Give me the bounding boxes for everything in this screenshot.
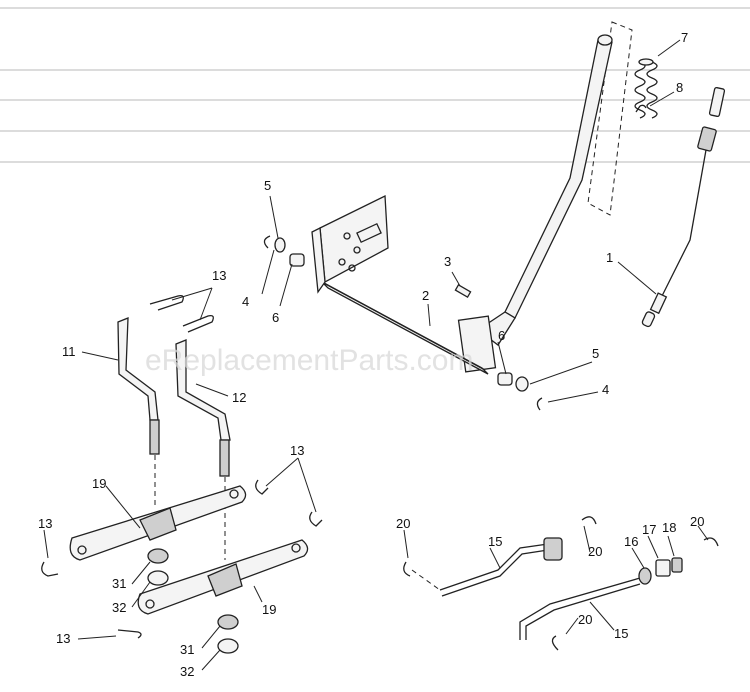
callout-20-bottom: 20 bbox=[578, 612, 592, 627]
nuts-upper bbox=[147, 548, 169, 586]
callout-19-lower: 19 bbox=[262, 602, 276, 617]
callout-5-lower: 5 bbox=[592, 346, 599, 361]
lift-arm-19-upper bbox=[69, 485, 247, 561]
callout-12: 12 bbox=[232, 390, 246, 405]
callout-13-top: 13 bbox=[212, 268, 226, 283]
callout-15-upper: 15 bbox=[488, 534, 502, 549]
callout-5-upper: 5 bbox=[264, 178, 271, 193]
callout-31-upper: 31 bbox=[112, 576, 126, 591]
callout-4-upper: 4 bbox=[242, 294, 249, 309]
mounting-bracket bbox=[311, 194, 389, 294]
callout-20-middle: 20 bbox=[588, 544, 602, 559]
clevis-pin-3 bbox=[454, 284, 472, 298]
rod-15-upper bbox=[411, 516, 597, 597]
callout-20-left: 20 bbox=[396, 516, 410, 531]
callout-19-upper: 19 bbox=[92, 476, 106, 491]
callout-1: 1 bbox=[606, 250, 613, 265]
cable-1 bbox=[641, 86, 726, 328]
callout-6-upper: 6 bbox=[272, 310, 279, 325]
nuts-lower bbox=[217, 614, 239, 654]
callout-13-bottom: 13 bbox=[56, 631, 70, 646]
hair-pins-middle bbox=[255, 479, 323, 527]
callout-13-left: 13 bbox=[38, 516, 52, 531]
callout-4-lower: 4 bbox=[602, 382, 609, 397]
lift-shaft bbox=[321, 281, 489, 375]
header-rules bbox=[0, 7, 750, 163]
rod-15-lower bbox=[519, 537, 719, 640]
callout-18: 18 bbox=[662, 520, 676, 535]
lift-link-11 bbox=[117, 317, 160, 508]
hair-pins-upper bbox=[149, 294, 214, 333]
callout-3: 3 bbox=[444, 254, 451, 269]
watermark: eReplacementParts.com bbox=[145, 344, 473, 377]
callout-15-lower: 15 bbox=[614, 626, 628, 641]
callout-31-lower: 31 bbox=[180, 642, 194, 657]
callout-11: 11 bbox=[62, 344, 76, 359]
callout-13-middle: 13 bbox=[290, 443, 304, 458]
spring-hook-8 bbox=[635, 104, 647, 113]
callout-7: 7 bbox=[681, 30, 688, 45]
right-hardware bbox=[497, 372, 543, 411]
callout-6-lower: 6 bbox=[498, 328, 505, 343]
callout-17: 17 bbox=[642, 522, 656, 537]
callout-20-right: 20 bbox=[690, 514, 704, 529]
callout-32-lower: 32 bbox=[180, 664, 194, 679]
left-hardware bbox=[263, 235, 305, 267]
callout-2: 2 bbox=[422, 288, 429, 303]
lift-handle-lever bbox=[457, 34, 613, 373]
hair-pins-lower bbox=[41, 561, 142, 639]
callout-labels: 7 8 1 2 3 5 4 6 6 5 4 13 11 12 13 19 13 … bbox=[38, 30, 704, 679]
leader-lines bbox=[43, 39, 709, 671]
callout-8: 8 bbox=[676, 80, 683, 95]
callout-16: 16 bbox=[624, 534, 638, 549]
spring-guide-box bbox=[587, 21, 633, 216]
callout-32-upper: 32 bbox=[112, 600, 126, 615]
clips-20 bbox=[403, 561, 559, 651]
lift-arm-19-lower bbox=[137, 539, 309, 615]
